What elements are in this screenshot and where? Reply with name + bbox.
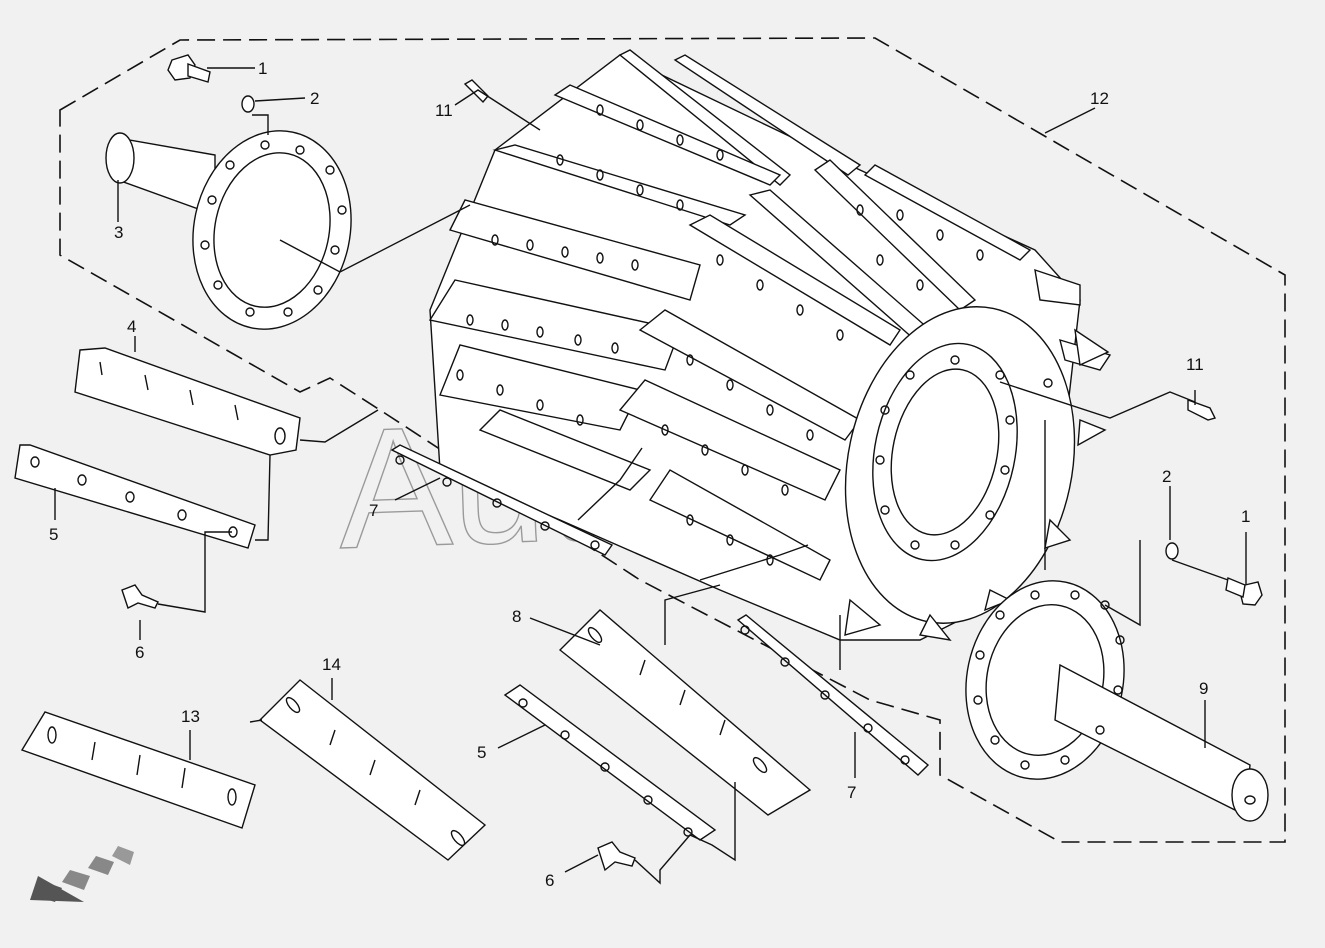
callout-knife-bottom-mid: 14	[322, 655, 341, 674]
callout-strip-right: 7	[847, 783, 856, 802]
washer-top	[241, 95, 255, 113]
callout-screw-top: 11	[435, 101, 453, 120]
screw-right	[1187, 399, 1217, 421]
callout-bolt-right: 1	[1241, 507, 1250, 526]
washer-right	[1165, 542, 1179, 560]
bolt-right	[1225, 577, 1263, 606]
callout-washer-right: 2	[1162, 467, 1171, 486]
blade-holes	[456, 104, 984, 566]
clamp-bar-center	[503, 684, 717, 841]
knife-center	[558, 609, 812, 816]
callout-screw-left: 6	[135, 643, 144, 662]
callout-knife-center: 8	[512, 607, 521, 626]
leader-lines	[54, 67, 1247, 885]
callouts: 1 2 3 4 5 6 7 8 9 11 11 12 13 14 2 1 5 6…	[49, 59, 1250, 890]
callout-screw-right: 11	[1186, 355, 1204, 374]
callout-clamp-bar-center: 5	[477, 743, 486, 762]
stub-shaft-left	[105, 130, 352, 330]
callout-knife-bottom-left: 13	[181, 707, 200, 726]
callout-screw-center: 6	[545, 871, 554, 890]
bolt-top	[167, 54, 211, 83]
direction-arrow-icon	[30, 846, 134, 902]
knife-bottom-mid	[258, 679, 487, 861]
callout-clamp-bar-left: 5	[49, 525, 58, 544]
callout-knife-top-left: 4	[127, 317, 136, 336]
strip-right	[736, 614, 930, 776]
strip-left	[390, 444, 614, 556]
callout-stub-shaft-right: 9	[1199, 679, 1208, 698]
knife-bottom-left	[20, 711, 256, 829]
knife-top-left	[74, 347, 301, 456]
callout-washer-top: 2	[310, 89, 319, 108]
assembly-boundary	[59, 37, 1286, 843]
screw-left	[121, 584, 159, 609]
callout-assembly: 12	[1090, 89, 1109, 108]
callout-stub-shaft-left: 3	[114, 223, 123, 242]
screw-center	[597, 841, 636, 872]
callout-strip-left: 7	[369, 501, 378, 520]
stub-shaft-right	[965, 580, 1269, 822]
clamp-bar-left	[14, 444, 256, 549]
callout-bolt-top: 1	[258, 59, 267, 78]
rotor-drum	[428, 49, 1112, 641]
